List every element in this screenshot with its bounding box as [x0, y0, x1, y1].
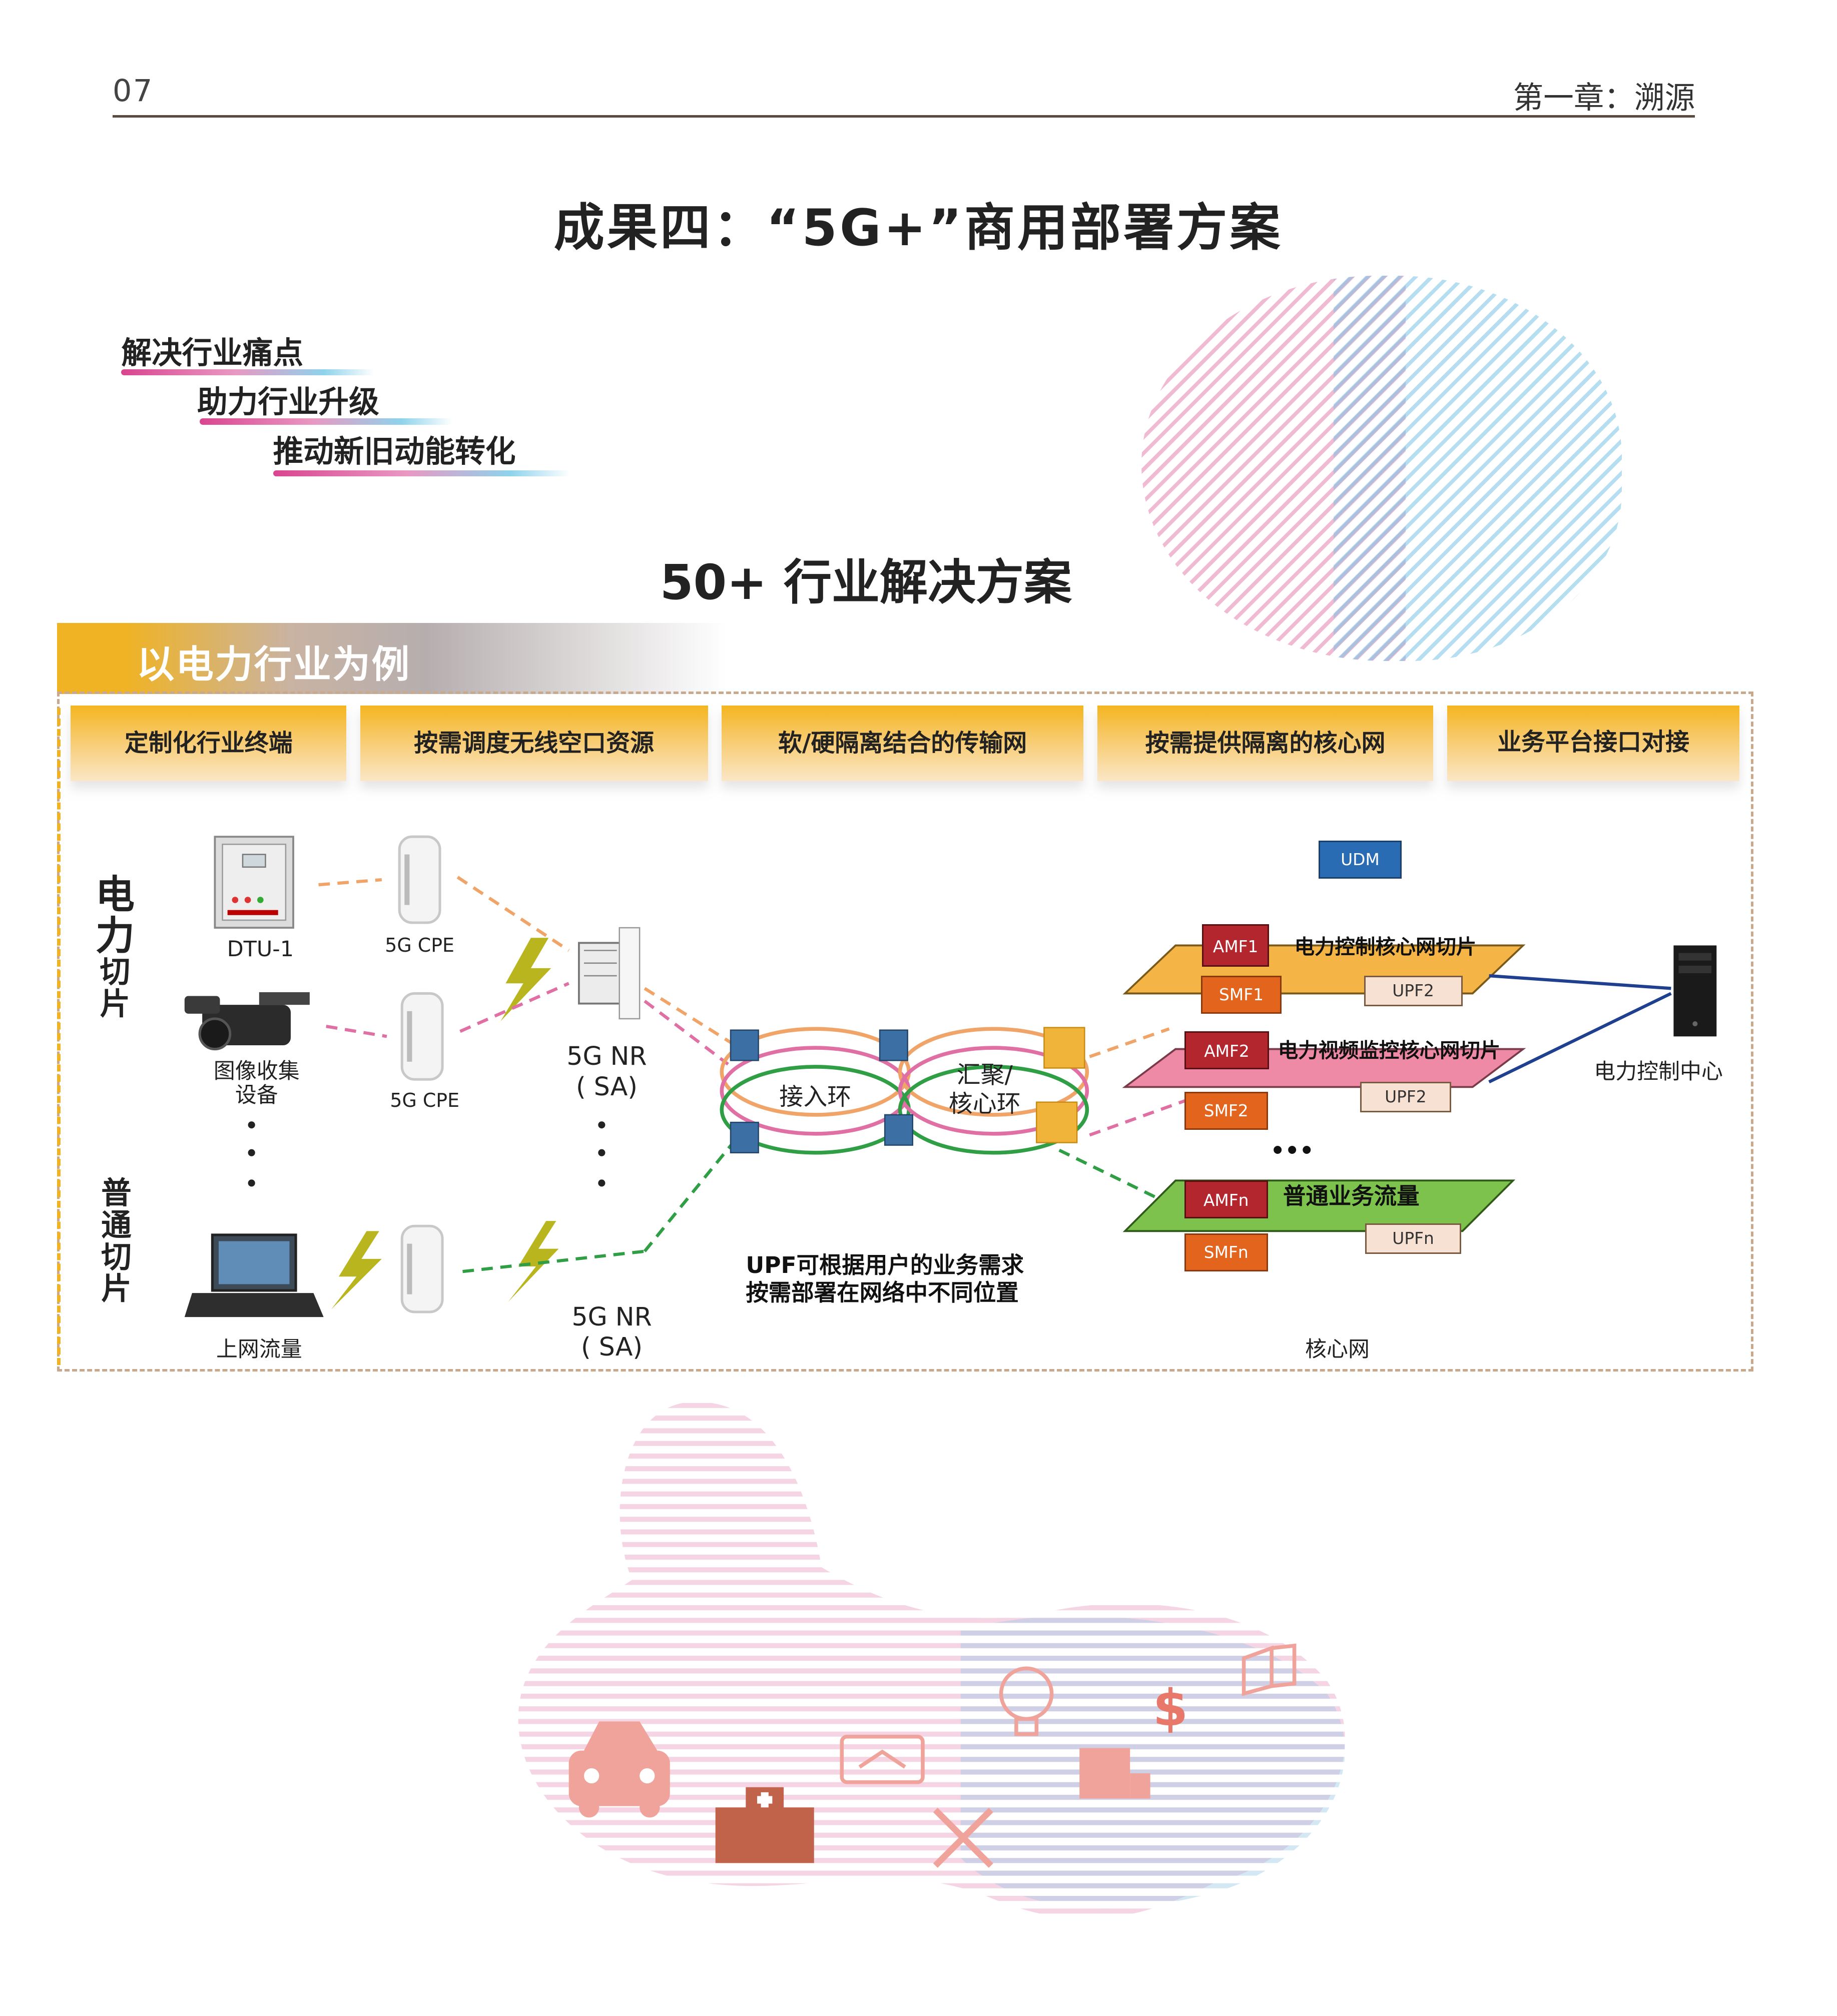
udm-box: UDM: [1318, 840, 1402, 879]
column-header-terminal: 定制化行业终端: [71, 705, 347, 782]
cpe-icon-2: [400, 992, 444, 1081]
slice-2-name: 电力视频监控核心网切片: [1278, 1038, 1501, 1063]
column-header-core: 按需提供隔离的核心网: [1097, 705, 1434, 782]
nr-label-1: 5G NR ( SA): [566, 1041, 647, 1102]
cpe-icon-3: [400, 1224, 444, 1313]
camera-label: 图像收集 设备: [213, 1058, 300, 1108]
cpe-label-1: 5G CPE: [385, 934, 454, 956]
slice-1-name: 电力控制核心网切片: [1294, 935, 1477, 959]
core-ellipsis: •••: [1270, 1137, 1314, 1164]
column-header-radio: 按需调度无线空口资源: [360, 705, 708, 782]
book-icon: [1242, 1643, 1297, 1696]
core-ring-label: 汇聚/ 核心环: [948, 1061, 1021, 1118]
dollar-icon: $: [1153, 1678, 1188, 1737]
building-icon: [1079, 1748, 1150, 1799]
column-header-platform: 业务平台接口对接: [1447, 705, 1739, 782]
page-title: 成果四：“5G+”商用部署方案: [553, 198, 1283, 257]
amf2-box: AMF2: [1184, 1031, 1270, 1069]
laptop-label: 上网流量: [216, 1337, 302, 1363]
solutions-subtitle: 50+ 行业解决方案: [660, 554, 1072, 611]
dtu-label: DTU-1: [227, 936, 294, 962]
laptop-icon: [184, 1233, 324, 1317]
upf1-box: UPF2: [1364, 976, 1463, 1006]
slice-3-name: 普通业务流量: [1283, 1183, 1420, 1210]
amfn-box: AMFn: [1184, 1180, 1268, 1219]
dtu-cabinet-icon: [214, 836, 294, 929]
base-station-icon: [578, 927, 641, 1020]
normal-slice-label: 普 通 切 片: [101, 1176, 132, 1307]
access-ring-label: 接入环: [779, 1083, 852, 1111]
slogan-2: 助力行业升级: [197, 385, 379, 420]
hospital-icon: [715, 1787, 814, 1863]
example-banner-text: 以电力行业为例: [136, 642, 411, 687]
decorative-striped-blob: [1141, 275, 1622, 661]
lightning-icons: [331, 938, 559, 1309]
transport-rings: [720, 1027, 1089, 1155]
tools-icon: [933, 1807, 993, 1868]
example-banner: [57, 623, 727, 694]
slogan-3-underline: [273, 470, 570, 477]
nr-label-2: 5G NR ( SA): [571, 1301, 652, 1362]
smf1-box: SMF1: [1200, 976, 1282, 1014]
slogan-1: 解决行业痛点: [121, 335, 304, 371]
video-camera-icon: [184, 992, 310, 1051]
lightbulb-icon: [999, 1666, 1054, 1736]
slogan-2-underline: [200, 418, 453, 425]
header-divider: [112, 115, 1695, 118]
server-tower-icon: [1673, 945, 1717, 1037]
slogan-1-underline: [121, 369, 374, 376]
switch-icons: [730, 1027, 1085, 1153]
power-slice-label: 电 力 切 片: [95, 872, 135, 1022]
page-number: 07: [112, 73, 154, 109]
amf1-box: AMF1: [1202, 924, 1270, 967]
upf2-box: UPF2: [1360, 1082, 1451, 1112]
svg-text:$: $: [1153, 1678, 1188, 1737]
chapter-title: 第一章：溯源: [1513, 80, 1695, 116]
slogan-3: 推动新旧动能转化: [273, 434, 516, 469]
core-network-label: 核心网: [1305, 1337, 1370, 1363]
column-header-transport: 软/硬隔离结合的传输网: [722, 705, 1083, 782]
upfn-box: UPFn: [1365, 1223, 1462, 1254]
control-center-label: 电力控制中心: [1594, 1059, 1723, 1084]
vr-glasses-icon: [840, 1734, 925, 1784]
car-icon: [568, 1721, 670, 1818]
cpe-icon-1: [398, 835, 441, 924]
smfn-box: SMFn: [1184, 1233, 1268, 1272]
cpe-label-2: 5G CPE: [390, 1089, 460, 1112]
diagram-frame-accent: [57, 708, 61, 1366]
upf-note: UPF可根据用户的业务需求 按需部署在网络中不同位置: [746, 1251, 1024, 1306]
smf2-box: SMF2: [1184, 1092, 1268, 1130]
